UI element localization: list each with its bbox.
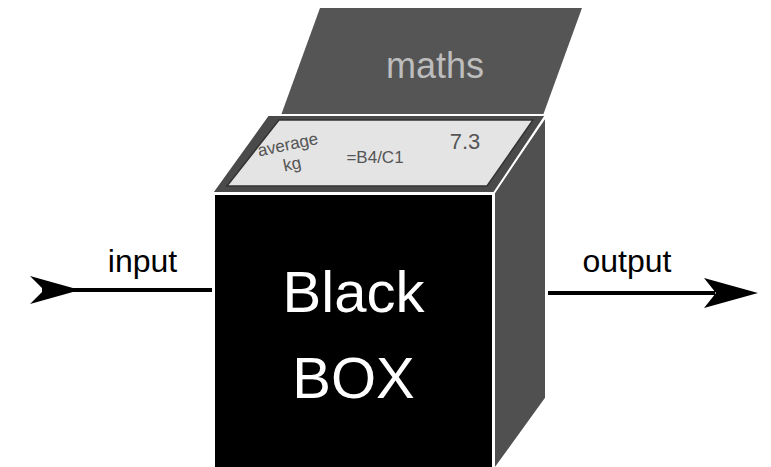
- text-slot: Black BOX: [215, 235, 492, 435]
- card-title: maths: [335, 45, 535, 86]
- cell-value: 7.3: [430, 129, 500, 154]
- cell-formula: =B4/C1: [325, 148, 425, 168]
- face-polygon: [212, 115, 546, 193]
- black-box-face: Black BOX: [212, 192, 495, 467]
- text-slot: =B4/C1: [325, 140, 425, 176]
- output-line: [548, 291, 715, 295]
- text-slot: maths: [335, 36, 535, 96]
- label-slot: output: [552, 240, 702, 284]
- input-arrowhead: [30, 276, 80, 304]
- text-slot: 7.3: [430, 124, 500, 160]
- face-polygon: [227, 120, 533, 186]
- output-label: output: [580, 244, 675, 279]
- spreadsheet-top-face: average kg=B4/C17.3: [205, 110, 550, 195]
- input-label: input: [105, 244, 180, 279]
- box-title: Black BOX: [259, 249, 449, 421]
- maths-card: maths: [275, 6, 585, 120]
- output-arrowhead: [704, 278, 758, 308]
- label-slot: input: [80, 240, 205, 284]
- face-polygon: [280, 8, 582, 118]
- text-slot: average kg: [245, 128, 335, 182]
- cell-label: average kg: [252, 129, 329, 182]
